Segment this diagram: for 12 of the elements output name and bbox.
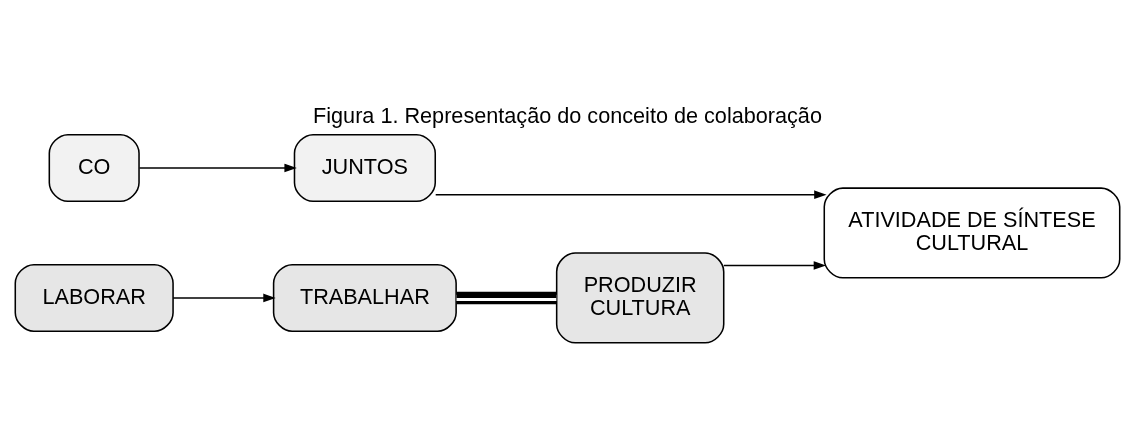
node-box: ATIVIDADE DE SÍNTESE CULTURAL [823, 186, 1121, 279]
arrow [723, 260, 827, 270]
arrow [138, 163, 297, 172]
node-box: CO [48, 133, 140, 202]
diagram-title: Figura 1. Representação do conceito de colaboração [313, 102, 822, 128]
node-box: LABORAR [14, 263, 174, 332]
node-box: PRODUZIR CULTURA [555, 251, 725, 344]
connector [456, 291, 557, 304]
node-box: TRABALHAR [272, 263, 457, 332]
node-box: JUNTOS [293, 133, 437, 202]
arrow [434, 189, 827, 199]
arrow [172, 293, 276, 302]
